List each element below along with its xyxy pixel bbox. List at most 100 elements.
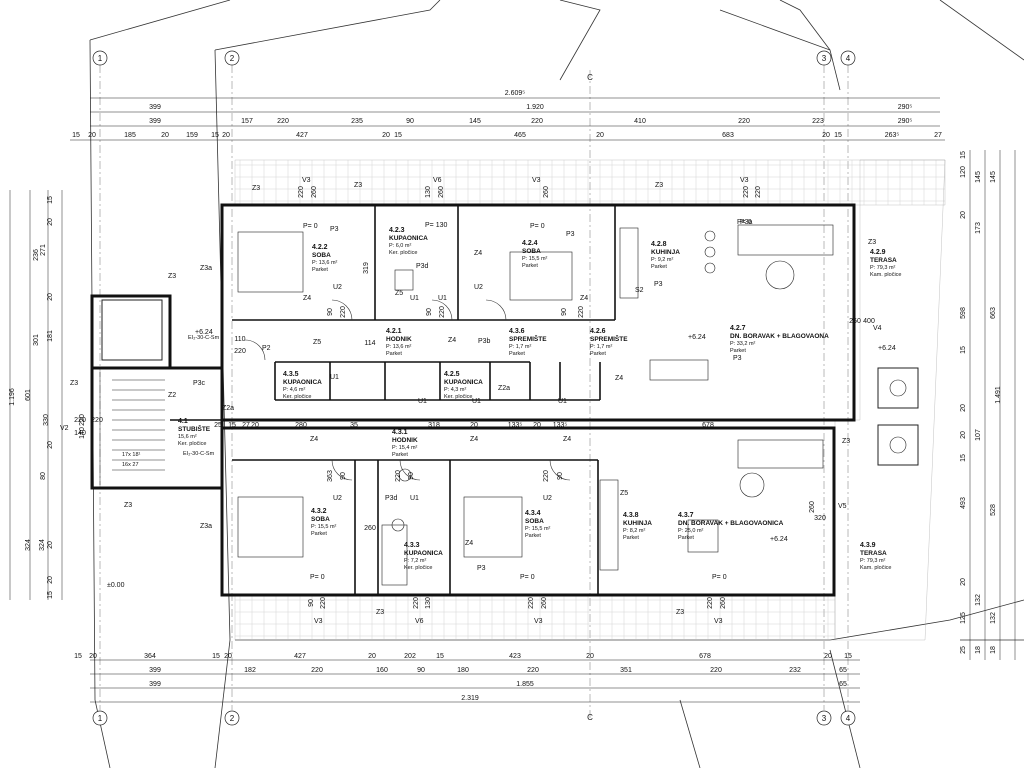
furniture [237,224,919,586]
room-id: 4.1 [178,418,188,425]
room-area: 15,6 m² [178,434,197,440]
dimension-label: 410 [634,118,646,125]
dimension-label: 140 [79,427,86,439]
room-name: TERASA [870,257,897,264]
dimension-label: 220 [395,470,402,482]
dimension-label: 133⁵ [508,422,523,429]
dimension-label: 15 [72,132,80,139]
tag-p0: P= 0 [520,574,535,581]
tag-u1: U1 [410,295,419,302]
dimension-label: 220 [91,417,103,424]
tag-p0: P= 0 [737,219,752,226]
dimension-label: 130 [425,186,432,198]
room-name: KUPAONICA [389,235,428,242]
dimension-label: 18 [975,646,982,654]
tag-p3a: P3a [740,219,753,226]
tag-s2: S2 [635,287,644,294]
room-id: 4.3.3 [404,542,420,549]
dimension-label: 330 [43,414,50,426]
dimension-label: 20 [960,404,967,412]
tag-v3: V3 [302,177,311,184]
dimension-label: 2.609⁵ [505,90,526,97]
tag-u1: U1 [418,398,427,405]
level-marker: +6.24 [770,536,788,543]
room-area: P: 9,2 m² [651,257,673,263]
room-id: 4.2.8 [651,241,667,248]
room-floor-finish: Kam. pločice [860,565,892,571]
room-id: 4.2.1 [386,328,402,335]
section-mark-bottom: C [587,713,593,722]
dimension-label: 260 [438,186,445,198]
dimension-label: 125 [960,612,967,624]
dimension-label: 173 [975,222,982,234]
dimension-label: 290⁵ [898,118,913,125]
dimension-label: 220 [710,667,722,674]
dimension-label: 107 [975,429,982,441]
tag-z3: Z3 [354,182,362,189]
dimension-label: 364 [144,653,156,660]
room-id: 4.2.7 [730,325,746,332]
dimension-label: 493 [960,497,967,509]
room-name: HODNIK [392,437,418,444]
tag-p3b: P3b [478,338,491,345]
room-name: KUPAONICA [404,550,443,557]
dimension-label: 202 [404,653,416,660]
room-name: KUPAONICA [283,379,322,386]
dimension-label: 1.491 [995,386,1002,404]
dimension-label: 90 [408,472,415,480]
room-area: P: 8,2 m² [623,528,645,534]
room-area: P: 1,7 m² [590,344,612,350]
tag-u1: U1 [558,398,567,405]
dimension-label: 25 [214,422,222,429]
room-name: SPREMIŠTE [509,334,547,343]
dimension-label: 663 [990,307,997,319]
dimension-label: 20 [47,541,54,549]
dimension-label: 20 [47,576,54,584]
room-area: P: 15,5 m² [525,526,551,532]
dimension-label: 15 [212,653,220,660]
dimension-label: 598 [960,307,967,319]
dimension-label: 220 [234,348,246,355]
tag-p0: P= 0 [303,223,318,230]
dimension-label: 220 [743,186,750,198]
stair-calc: 17x 18¹ [122,452,141,458]
dimension-label: 90 [417,667,425,674]
dimension-label: 15 [960,346,967,354]
dimension-label: 145 [975,171,982,183]
room-floor-finish: Parket [678,535,694,541]
dimension-label: 20 [47,218,54,226]
room-name: SOBA [525,518,544,525]
dimension-label: 220 [707,597,714,609]
axis-label-top-2: 2 [230,54,235,63]
tag-z4: Z4 [310,436,318,443]
dimension-label: 220 [298,186,305,198]
tag-v2: V2 [60,425,69,432]
room-floor-finish: Parket [525,533,541,539]
outer-walls [90,203,856,597]
dimension-label: 20 [596,132,604,139]
room-floor-finish: Parket [509,351,525,357]
dimension-label: 232 [789,667,801,674]
tag-u2: U2 [333,495,342,502]
dimension-label: 145 [990,171,997,183]
interior-walls [170,205,616,595]
room-name: KUHINJA [623,520,652,527]
dimension-label: 20 [222,132,230,139]
dimension-label: 181 [47,330,54,342]
dimension-label: 301 [33,334,40,346]
dimension-label: 220 [413,597,420,609]
tag-z4: Z4 [474,250,482,257]
room-floor-finish: Parket [623,535,639,541]
dimension-label: 90 [557,472,564,480]
dimension-label: 427 [294,653,306,660]
dimension-label: 601 [25,389,32,401]
room-id: 4.2.5 [444,371,460,378]
tag-z3: Z3 [124,502,132,509]
tag-p3d: P3d [385,495,398,502]
dimension-label: 114 [364,340,375,347]
room-name: HODNIK [386,336,412,343]
dimension-label: 220 [320,597,327,609]
tag-z4: Z4 [470,436,478,443]
